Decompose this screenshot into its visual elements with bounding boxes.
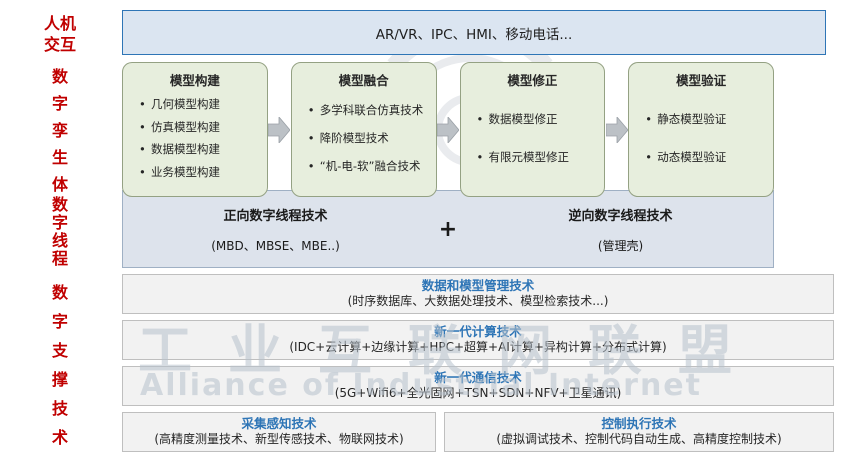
- next-gen-communication-bar: 新一代通信技术 (5G+Wifi6+全光固网+TSN+SDN+NFV+卫星通讯): [122, 366, 834, 406]
- list-item: 几何模型构建: [139, 97, 261, 111]
- arrow-right-icon: [437, 62, 460, 197]
- reverse-thread-title: 逆向数字线程技术: [568, 208, 673, 224]
- list-item: 仿真模型构建: [139, 120, 261, 134]
- bar-subtitle: (IDC+云计算+边缘计算+HPC+超算+AI计算+异构计算+分布式计算): [289, 340, 667, 355]
- model-box-title: 模型构建: [169, 73, 220, 88]
- digital-thread-bar: 正向数字线程技术 (MBD、MBSE、MBE..) + 逆向数字线程技术 (管理…: [122, 190, 774, 268]
- section-label-digital-support-tech: 数 字 支 撑 技 术: [51, 283, 68, 447]
- list-item: 数据模型构建: [139, 142, 261, 156]
- list-item: “机-电-软”融合技术: [308, 159, 430, 173]
- list-item: 降阶模型技术: [308, 131, 430, 145]
- model-box-construction: 模型构建 几何模型构建 仿真模型构建 数据模型构建 业务模型构建: [122, 62, 268, 197]
- sensing-acquisition-box: 采集感知技术 (高精度测量技术、新型传感技术、物联网技术): [122, 412, 436, 452]
- next-gen-computing-bar: 新一代计算技术 (IDC+云计算+边缘计算+HPC+超算+AI计算+异构计算+分…: [122, 320, 834, 360]
- arrow-right-icon: [605, 62, 628, 197]
- bar-subtitle: (虚拟调试技术、控制代码自动生成、高精度控制技术): [496, 432, 782, 447]
- bar-title: 数据和模型管理技术: [421, 277, 535, 293]
- model-box-title: 模型验证: [676, 73, 727, 88]
- bar-subtitle: (时序数据库、大数据处理技术、模型检索技术...): [347, 294, 609, 309]
- plus-connector: +: [438, 216, 458, 242]
- model-box-items: 多学科联合仿真技术 降阶模型技术 “机-电-软”融合技术: [298, 89, 430, 188]
- bar-title: 采集感知技术: [241, 415, 317, 431]
- reverse-thread-subtitle: (管理壳): [597, 238, 644, 253]
- section-label-digital-thread: 数 字 线 程: [51, 195, 68, 268]
- bar-title: 新一代计算技术: [434, 323, 522, 339]
- forward-thread-block: 正向数字线程技术 (MBD、MBSE、MBE..): [123, 205, 428, 254]
- model-process-row: 模型构建 几何模型构建 仿真模型构建 数据模型构建 业务模型构建 模型融合 多学…: [122, 62, 774, 197]
- model-box-correction: 模型修正 数据模型修正 有限元模型修正: [459, 62, 606, 197]
- list-item: 业务模型构建: [139, 165, 261, 179]
- arrow-right-icon: [268, 62, 291, 197]
- list-item: 多学科联合仿真技术: [308, 103, 430, 117]
- model-box-items: 几何模型构建 仿真模型构建 数据模型构建 业务模型构建: [129, 89, 261, 188]
- reverse-thread-block: 逆向数字线程技术 (管理壳): [468, 205, 773, 254]
- section-label-human-machine-interaction: 人机 交互: [43, 14, 76, 54]
- section-label-digital-twin: 数 字 孪 生 体: [51, 67, 68, 194]
- forward-thread-title: 正向数字线程技术: [223, 208, 328, 224]
- bar-title: 新一代通信技术: [434, 369, 522, 385]
- model-box-title: 模型融合: [338, 73, 389, 88]
- data-model-management-bar: 数据和模型管理技术 (时序数据库、大数据处理技术、模型检索技术...): [122, 274, 834, 314]
- list-item: 数据模型修正: [477, 112, 599, 126]
- model-box-verification: 模型验证 静态模型验证 动态模型验证: [628, 62, 774, 197]
- bar-subtitle: (高精度测量技术、新型传感技术、物联网技术): [154, 432, 404, 447]
- bar-title: 控制执行技术: [601, 415, 677, 431]
- list-item: 有限元模型修正: [477, 150, 599, 164]
- model-box-title: 模型修正: [507, 73, 558, 88]
- control-execution-box: 控制执行技术 (虚拟调试技术、控制代码自动生成、高精度控制技术): [444, 412, 834, 452]
- list-item: 静态模型验证: [645, 112, 767, 126]
- hmi-devices-bar: AR/VR、IPC、HMI、移动电话...: [122, 10, 826, 55]
- model-box-fusion: 模型融合 多学科联合仿真技术 降阶模型技术 “机-电-软”融合技术: [290, 62, 437, 197]
- bar-subtitle: (5G+Wifi6+全光固网+TSN+SDN+NFV+卫星通讯): [334, 386, 622, 401]
- model-box-items: 数据模型修正 有限元模型修正: [467, 89, 599, 188]
- model-box-items: 静态模型验证 动态模型验证: [635, 89, 767, 188]
- forward-thread-subtitle: (MBD、MBSE、MBE..): [211, 238, 340, 253]
- hmi-devices-text: AR/VR、IPC、HMI、移动电话...: [375, 26, 573, 43]
- list-item: 动态模型验证: [645, 150, 767, 164]
